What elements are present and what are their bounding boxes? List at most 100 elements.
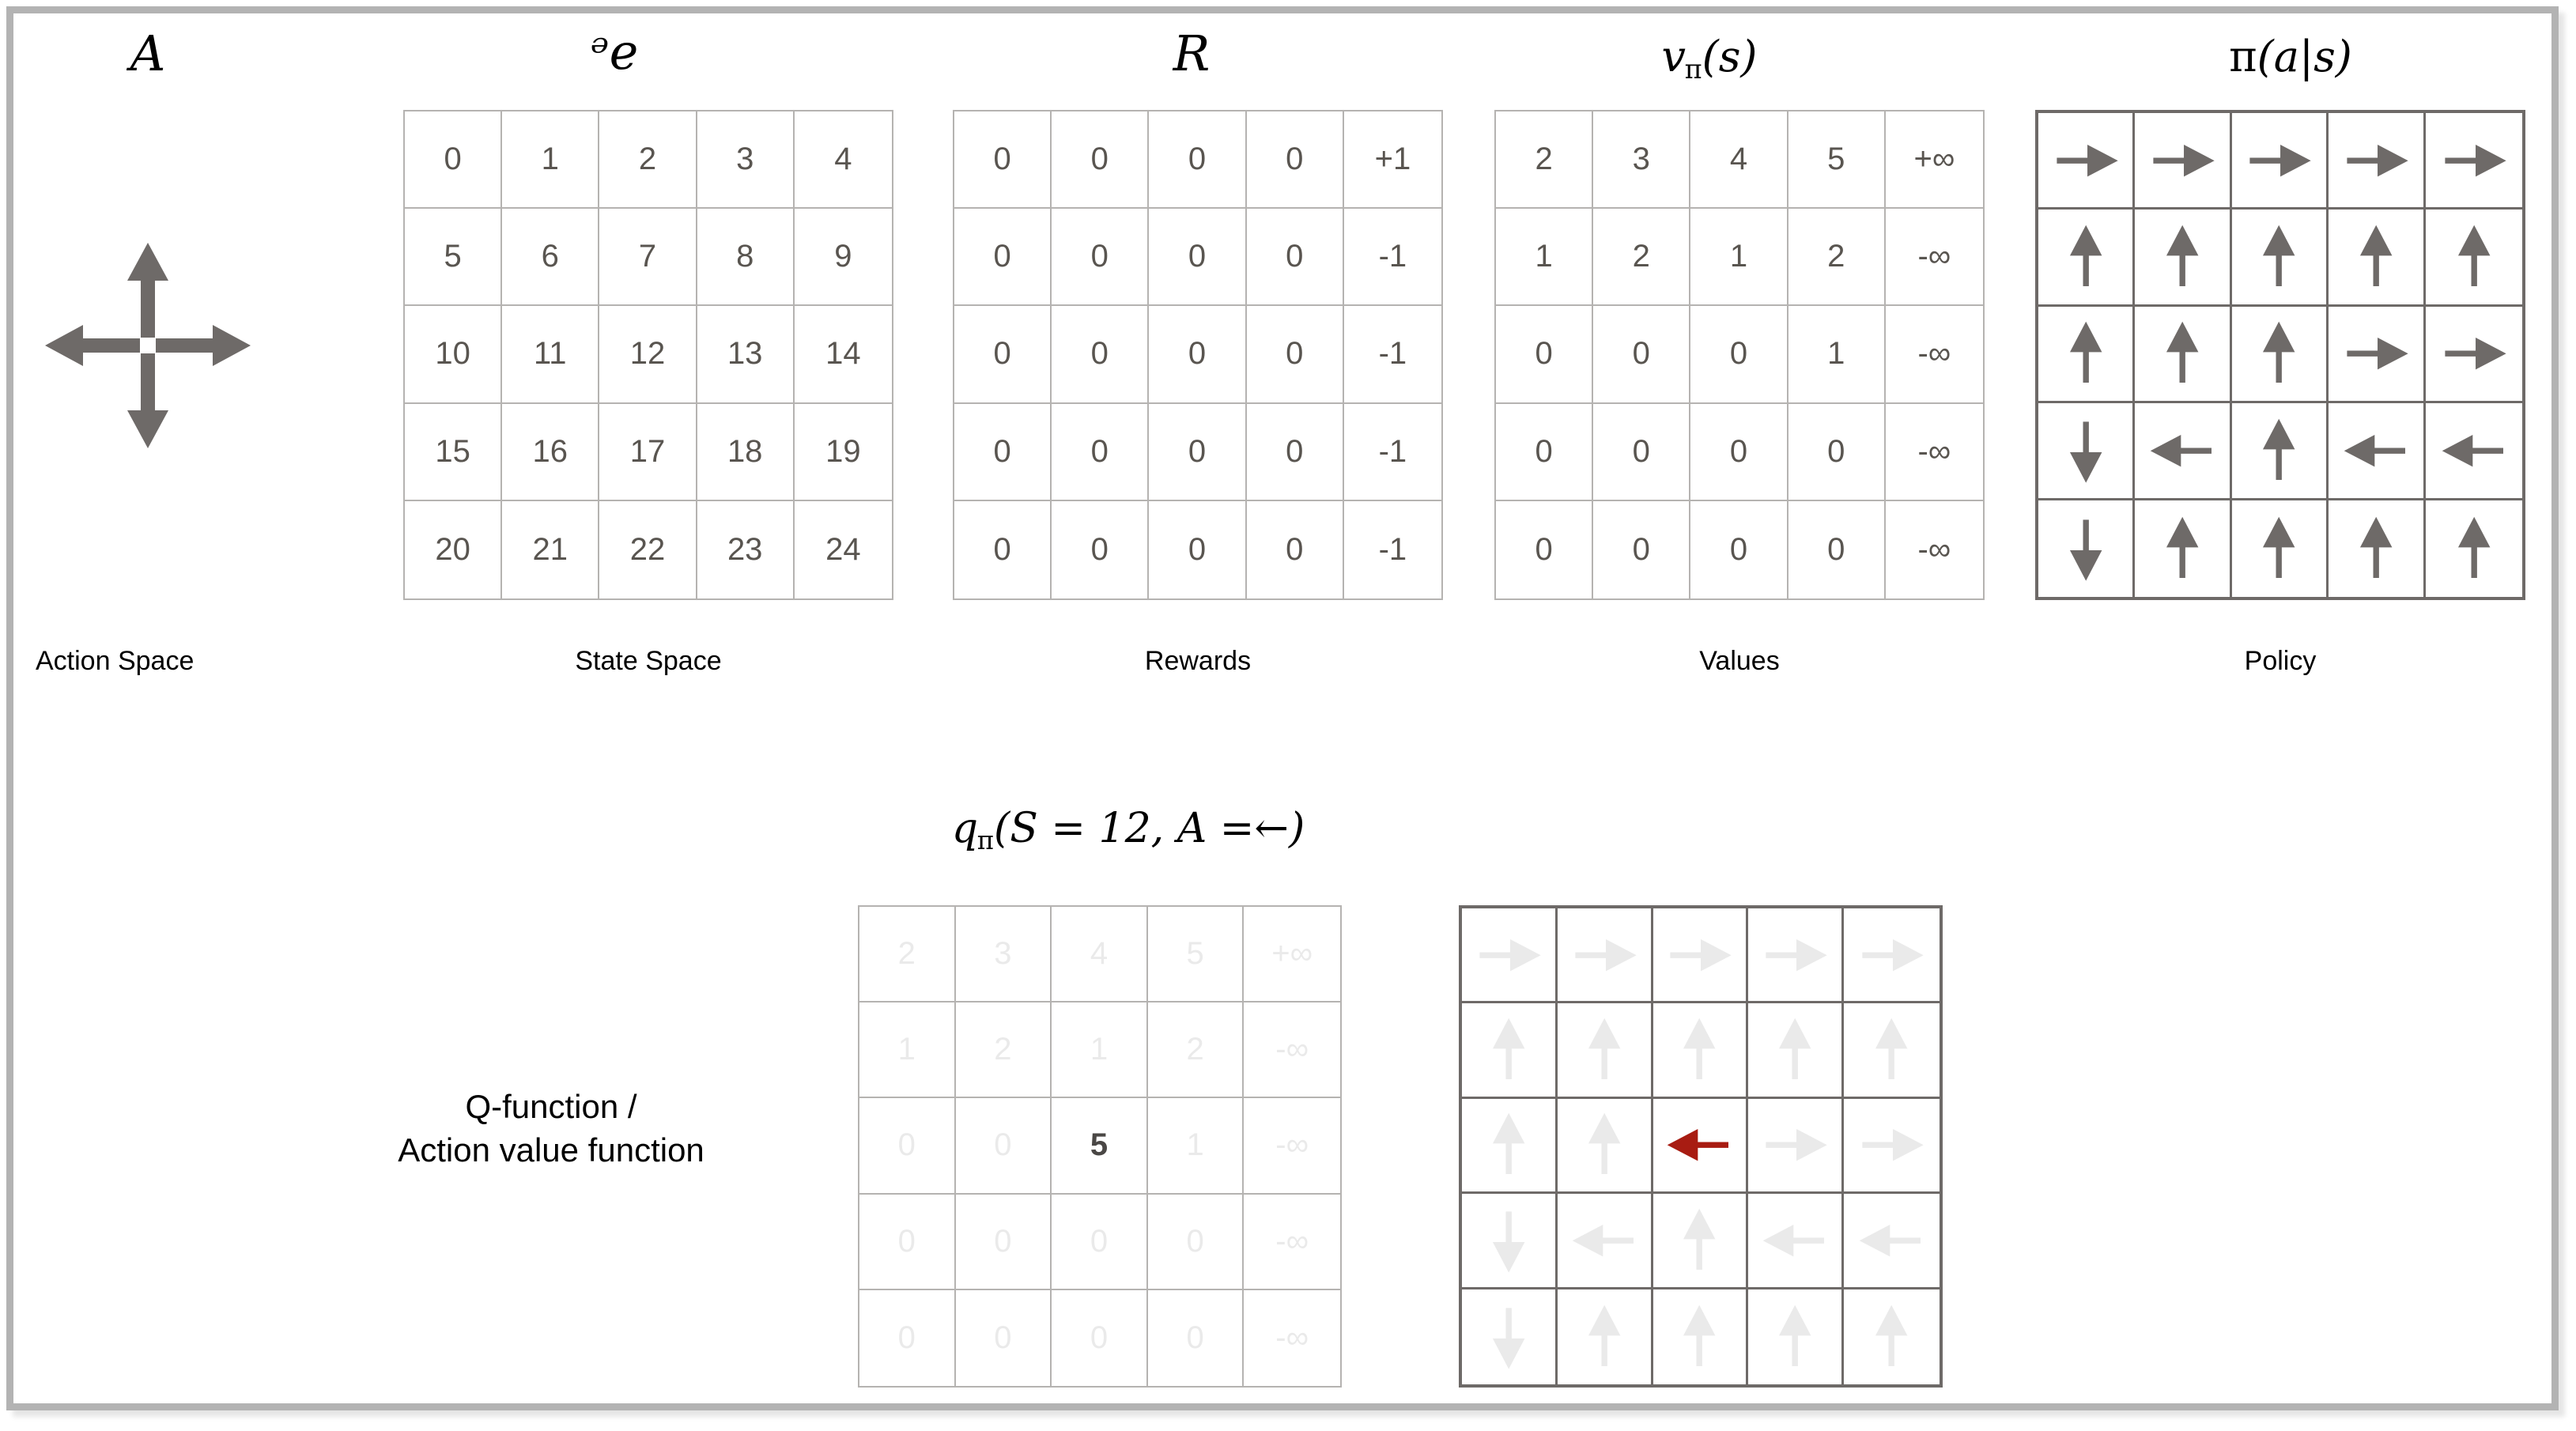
grid-cell-value[interactable]: 0 — [1052, 403, 1150, 501]
grid-cell-value[interactable]: 0 — [954, 306, 1052, 404]
policy-cell-arrow-right-icon[interactable] — [1748, 908, 1845, 1004]
grid-cell-value[interactable]: 0 — [954, 209, 1052, 307]
policy-cell-arrow-right-icon[interactable] — [1652, 908, 1749, 1004]
policy-cell-arrow-up-icon[interactable] — [2232, 500, 2329, 597]
grid-cell-value[interactable]: -∞ — [1885, 404, 1983, 501]
grid-cell-value[interactable]: 24 — [825, 531, 861, 567]
grid-cell-value[interactable]: 1 — [1690, 209, 1788, 307]
policy-cell-arrow-up-icon[interactable] — [2329, 500, 2426, 597]
policy-cell-arrow-up-icon[interactable] — [1557, 1098, 1653, 1195]
grid-cell-value[interactable]: 4 — [794, 111, 892, 210]
policy-cell-arrow-down-icon[interactable] — [1462, 1194, 1558, 1289]
grid-cell-value[interactable]: 2 — [1593, 209, 1691, 307]
grid-cell-value[interactable]: 2 — [1496, 111, 1594, 210]
policy-cell-arrow-up-icon[interactable] — [2231, 403, 2329, 500]
policy-cell-arrow-up-icon[interactable] — [1557, 1003, 1653, 1099]
grid-cell-value[interactable]: 4 — [1052, 907, 1148, 1003]
grid-cell-value[interactable]: 0 — [1593, 403, 1691, 501]
grid-cell-value[interactable]: -∞ — [1917, 531, 1951, 567]
grid-cell-value[interactable]: 0 — [1246, 111, 1344, 210]
grid-cell-value[interactable]: 0 — [1496, 403, 1594, 501]
grid-cell-value[interactable]: 0 — [859, 1289, 956, 1386]
grid-cell-value[interactable]: 14 — [794, 306, 892, 404]
policy-cell-arrow-up-icon[interactable] — [2329, 210, 2426, 307]
grid-cell-value[interactable]: 0 — [955, 1098, 1052, 1195]
policy-cell-arrow-up-icon[interactable] — [1652, 1003, 1749, 1099]
policy-cell-arrow-up-icon[interactable] — [2135, 210, 2232, 307]
grid-cell-value[interactable]: 0 — [1690, 500, 1788, 598]
grid-cell-value[interactable]: 23 — [697, 500, 795, 598]
grid-cell-value[interactable]: 13 — [697, 306, 795, 404]
grid-cell-value[interactable]: -∞ — [1885, 306, 1983, 404]
policy-cell-arrow-up-icon[interactable] — [2425, 210, 2522, 307]
grid-cell-value[interactable]: 1 — [1147, 1098, 1245, 1195]
policy-cell-arrow-right-icon[interactable] — [1844, 908, 1940, 1004]
grid-cell-value[interactable]: 2 — [599, 111, 697, 210]
grid-cell-value[interactable]: 3 — [1593, 111, 1691, 210]
policy-cell-arrow-right-icon[interactable] — [2038, 113, 2136, 210]
grid-cell-value[interactable]: -∞ — [1885, 209, 1983, 307]
grid-cell-value[interactable]: -1 — [1378, 531, 1407, 567]
policy-cell-arrow-up-icon[interactable] — [1558, 1289, 1653, 1384]
policy-cell-arrow-up-icon[interactable] — [1748, 1003, 1845, 1099]
grid-cell-value[interactable]: 0 — [1052, 1194, 1148, 1290]
grid-cell-value[interactable]: 1 — [1788, 306, 1886, 404]
grid-cell-value[interactable]: 0 — [859, 1098, 956, 1195]
grid-cell-value[interactable]: 5 — [405, 209, 503, 307]
policy-cell-arrow-up-icon[interactable] — [2426, 500, 2522, 597]
policy-cell-arrow-up-icon[interactable] — [2038, 306, 2136, 404]
grid-cell-value[interactable]: +∞ — [1885, 111, 1983, 210]
grid-cell-value[interactable]: 19 — [794, 404, 892, 501]
grid-cell-value[interactable]: 4 — [1690, 111, 1788, 210]
policy-cell-arrow-up-icon[interactable] — [2038, 210, 2136, 307]
policy-cell-arrow-up-icon[interactable] — [2231, 306, 2329, 404]
grid-cell-value[interactable]: 6 — [502, 209, 600, 307]
grid-cell-value[interactable]: 22 — [599, 500, 697, 598]
policy-cell-arrow-down-icon[interactable] — [1462, 1289, 1558, 1384]
grid-cell-value[interactable]: 0 — [1593, 500, 1691, 598]
policy-cell-arrow-up-icon[interactable] — [1462, 1098, 1558, 1195]
grid-cell-value[interactable]: 12 — [599, 306, 697, 404]
grid-cell-value[interactable]: 0 — [1052, 209, 1150, 307]
policy-cell-arrow-left-icon[interactable] — [2329, 403, 2426, 500]
grid-cell-value[interactable]: 0 — [954, 403, 1052, 501]
grid-cell-value[interactable]: 0 — [405, 111, 503, 210]
grid-cell-value[interactable]: 0 — [1149, 500, 1247, 598]
policy-cell-arrow-right-icon[interactable] — [2135, 113, 2232, 210]
grid-cell-value[interactable]: +∞ — [1244, 907, 1340, 1003]
grid-cell-value[interactable]: 0 — [1247, 500, 1344, 598]
policy-cell-arrow-up-icon[interactable] — [1748, 1289, 1845, 1384]
grid-cell-value[interactable]: 0 — [954, 500, 1052, 598]
grid-cell-value[interactable]: 0 — [1149, 111, 1247, 210]
grid-cell-value[interactable]: 0 — [1052, 500, 1150, 598]
grid-cell-value[interactable]: 9 — [794, 209, 892, 307]
grid-cell-value[interactable]: 0 — [1788, 500, 1886, 598]
grid-cell-value[interactable]: 0 — [955, 1194, 1052, 1290]
grid-cell-value[interactable]: 0 — [954, 111, 1052, 210]
grid-cell-value[interactable]: -1 — [1343, 306, 1441, 404]
policy-cell-arrow-left-icon[interactable] — [1557, 1194, 1653, 1289]
policy-cell-arrow-left-icon[interactable] — [1844, 1194, 1940, 1289]
grid-cell-value[interactable]: -∞ — [1275, 1320, 1309, 1355]
grid-cell-value[interactable]: 0 — [956, 1289, 1052, 1386]
policy-cell-arrow-left-icon[interactable] — [2135, 403, 2232, 500]
grid-policy[interactable] — [2035, 110, 2525, 600]
grid-cell-value[interactable]: 0 — [1149, 403, 1247, 501]
grid-cell-value[interactable]: 5 — [1788, 111, 1886, 210]
grid-cell-value[interactable]: 0 — [1246, 209, 1344, 307]
grid-cell-value[interactable]: 0 — [1052, 1289, 1148, 1386]
grid-cell-value[interactable]: 0 — [1052, 306, 1150, 404]
policy-cell-arrow-right-icon[interactable] — [2425, 307, 2522, 404]
grid-cell-value[interactable]: -1 — [1343, 209, 1441, 307]
grid-cell-value[interactable]: 1 — [1496, 209, 1594, 307]
policy-cell-arrow-right-icon[interactable] — [2425, 113, 2522, 210]
grid-cell-value[interactable]: 0 — [1496, 306, 1594, 404]
grid-cell-value[interactable]: 0 — [1246, 306, 1344, 404]
grid-cell-value[interactable]: 2 — [859, 907, 956, 1003]
grid-cell-value[interactable]: -∞ — [1244, 1002, 1340, 1099]
grid-cell-value[interactable]: 3 — [955, 907, 1052, 1003]
policy-cell-arrow-up-icon[interactable] — [2135, 500, 2232, 597]
grid-cell-value[interactable]: 2 — [955, 1002, 1052, 1099]
